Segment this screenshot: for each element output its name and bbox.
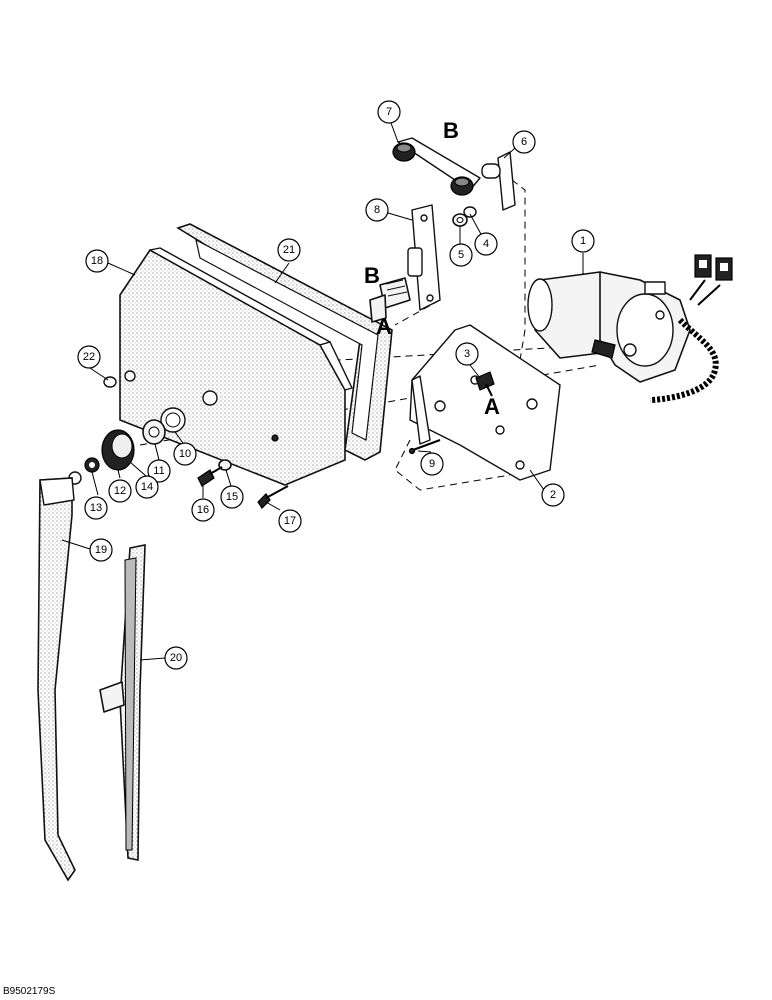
svg-text:12: 12 — [114, 485, 126, 497]
callout-18: 18 — [85, 249, 109, 273]
svg-text:10: 10 — [179, 448, 191, 460]
svg-text:3: 3 — [464, 348, 470, 360]
link-arm — [392, 137, 481, 196]
callout-12: 12 — [108, 479, 132, 503]
svg-text:19: 19 — [95, 544, 107, 556]
ref-letter-b-lower: B — [364, 263, 380, 288]
wiper-blade — [99, 544, 146, 861]
callout-13: 13 — [84, 496, 108, 520]
housing-fasteners — [197, 459, 289, 509]
callout-14: 14 — [135, 475, 159, 499]
nut-and-washer — [452, 206, 477, 227]
callout-1: 1 — [571, 229, 595, 253]
crank-arm — [481, 151, 516, 211]
svg-text:13: 13 — [90, 502, 102, 514]
svg-text:20: 20 — [170, 652, 182, 664]
svg-text:14: 14 — [141, 481, 153, 493]
wiper-housing-cover — [119, 247, 353, 486]
svg-text:22: 22 — [83, 351, 95, 363]
callout-5: 5 — [449, 243, 473, 267]
small-screw — [408, 439, 441, 455]
callout-11: 11 — [147, 459, 171, 483]
svg-text:7: 7 — [386, 106, 392, 118]
callout-10: 10 — [173, 442, 197, 466]
svg-text:15: 15 — [226, 491, 238, 503]
svg-text:21: 21 — [283, 244, 295, 256]
svg-text:8: 8 — [374, 204, 380, 216]
svg-text:4: 4 — [483, 238, 489, 250]
callout-19: 19 — [89, 538, 113, 562]
svg-text:5: 5 — [458, 249, 464, 261]
leader-lines — [61, 122, 584, 661]
callout-7: 7 — [377, 100, 401, 124]
wiper-motor — [527, 254, 733, 403]
svg-text:18: 18 — [91, 255, 103, 267]
svg-text:1: 1 — [580, 235, 586, 247]
motor-mounting-bracket — [409, 324, 561, 481]
callout-22: 22 — [77, 345, 101, 369]
ref-letter-b-upper: B — [443, 118, 459, 143]
figure-code: B9502179S — [3, 986, 56, 997]
callout-20: 20 — [164, 646, 188, 670]
ref-letter-a-upper: A — [376, 314, 392, 339]
callout-17: 17 — [278, 509, 302, 533]
wiper-arm — [37, 477, 76, 882]
callout-4: 4 — [474, 232, 498, 256]
ref-letter-a-lower: A — [484, 394, 500, 419]
shaft-bracket — [369, 204, 441, 323]
callout-6: 6 — [512, 130, 536, 154]
shaft-fasteners — [68, 407, 186, 485]
svg-text:17: 17 — [284, 515, 296, 527]
callout-2: 2 — [541, 483, 565, 507]
callout-3: 3 — [455, 342, 479, 366]
svg-text:9: 9 — [429, 458, 435, 470]
svg-text:11: 11 — [153, 465, 164, 477]
svg-text:16: 16 — [197, 504, 209, 516]
callout-15: 15 — [220, 485, 244, 509]
svg-text:6: 6 — [521, 136, 527, 148]
housing-gasket — [176, 223, 393, 461]
callout-9: 9 — [420, 452, 444, 476]
callout-8: 8 — [365, 198, 389, 222]
callout-16: 16 — [191, 498, 215, 522]
callout-21: 21 — [277, 238, 301, 262]
bracket-bolt — [475, 371, 495, 397]
svg-text:2: 2 — [550, 489, 556, 501]
